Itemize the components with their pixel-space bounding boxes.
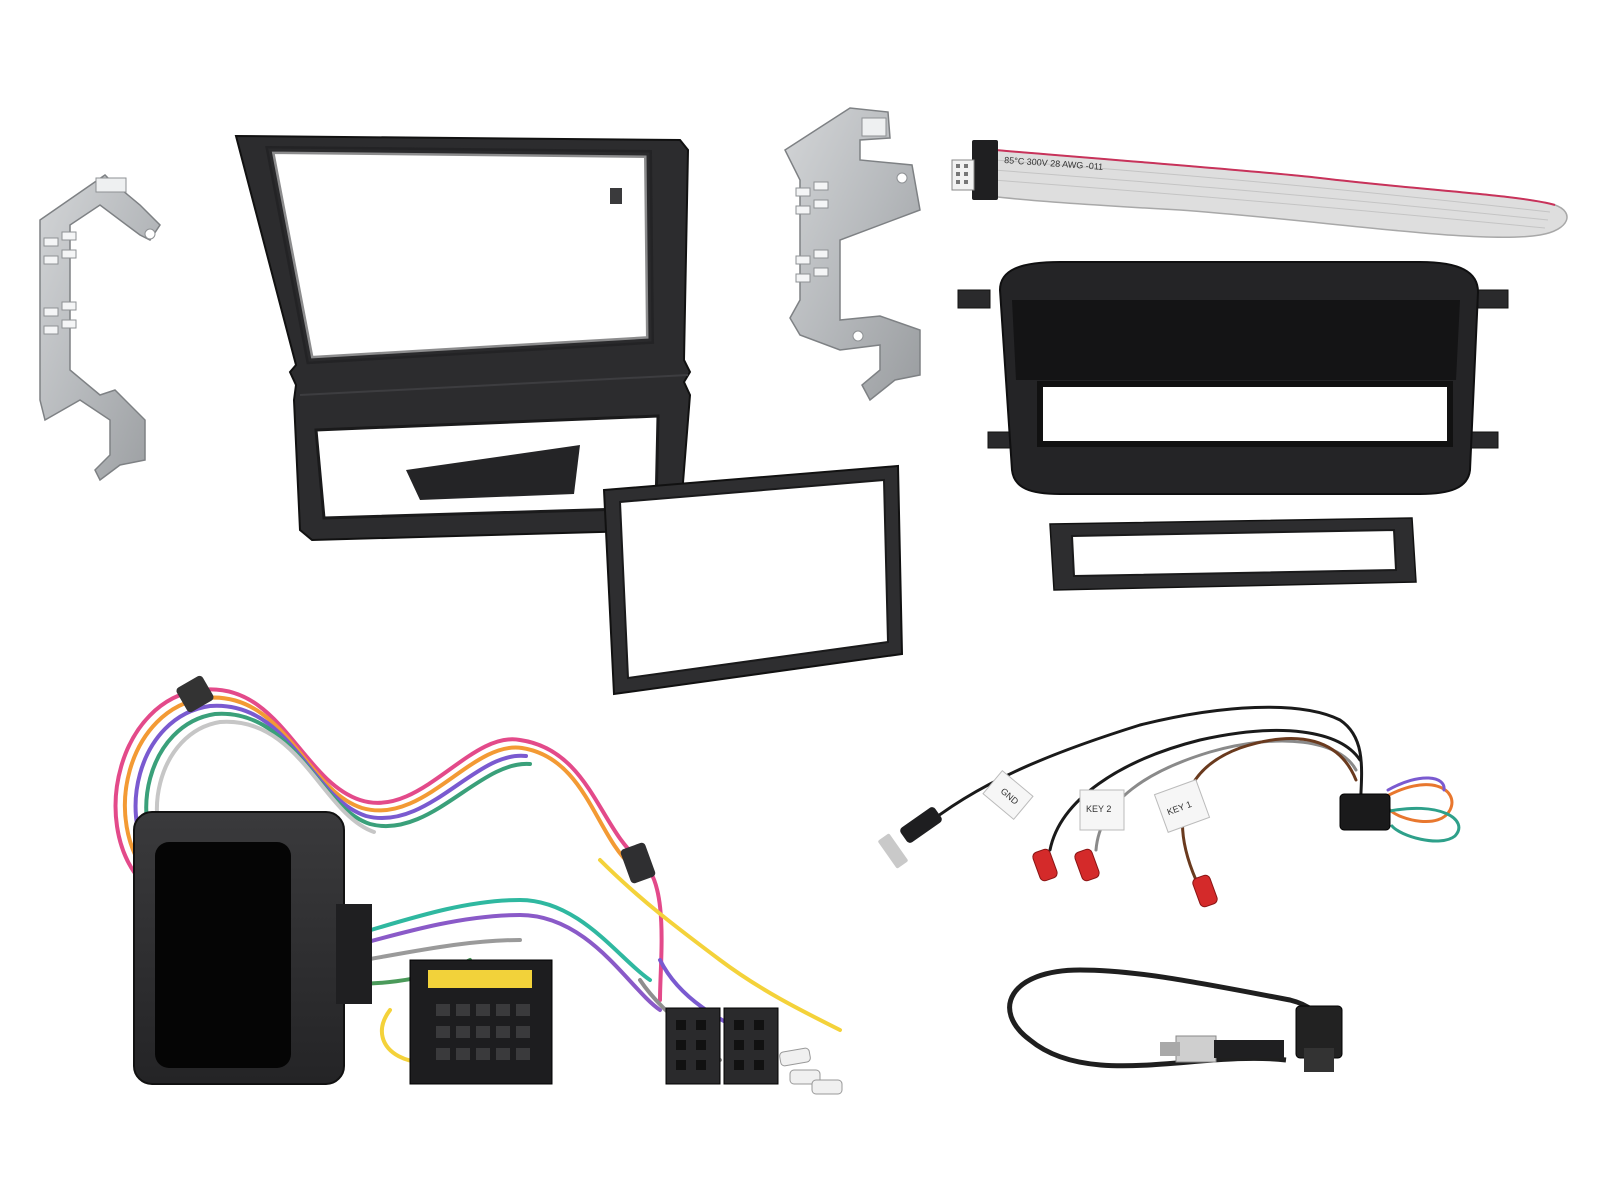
key2-tag-label: KEY 2	[1086, 804, 1111, 814]
left-mounting-bracket	[39, 174, 161, 482]
steering-key-lead: GND KEY 2 KEY 1	[878, 705, 1461, 908]
gnd-tag: GND	[982, 769, 1034, 821]
double-din-fascia-panel	[234, 134, 692, 542]
double-din-surround-frame	[602, 464, 904, 696]
single-din-pocket-fascia	[957, 261, 1509, 495]
key1-tag: KEY 1	[1153, 779, 1211, 833]
steering-control-interface-harness	[113, 675, 843, 1095]
right-mounting-bracket	[784, 107, 921, 402]
single-din-trim-plate	[1049, 517, 1417, 591]
key2-tag: KEY 2	[1079, 789, 1125, 831]
aerial-adapter-lead	[1007, 967, 1343, 1072]
ribbon-cable: 85°C 300V 28 AWG -011	[951, 140, 1568, 239]
